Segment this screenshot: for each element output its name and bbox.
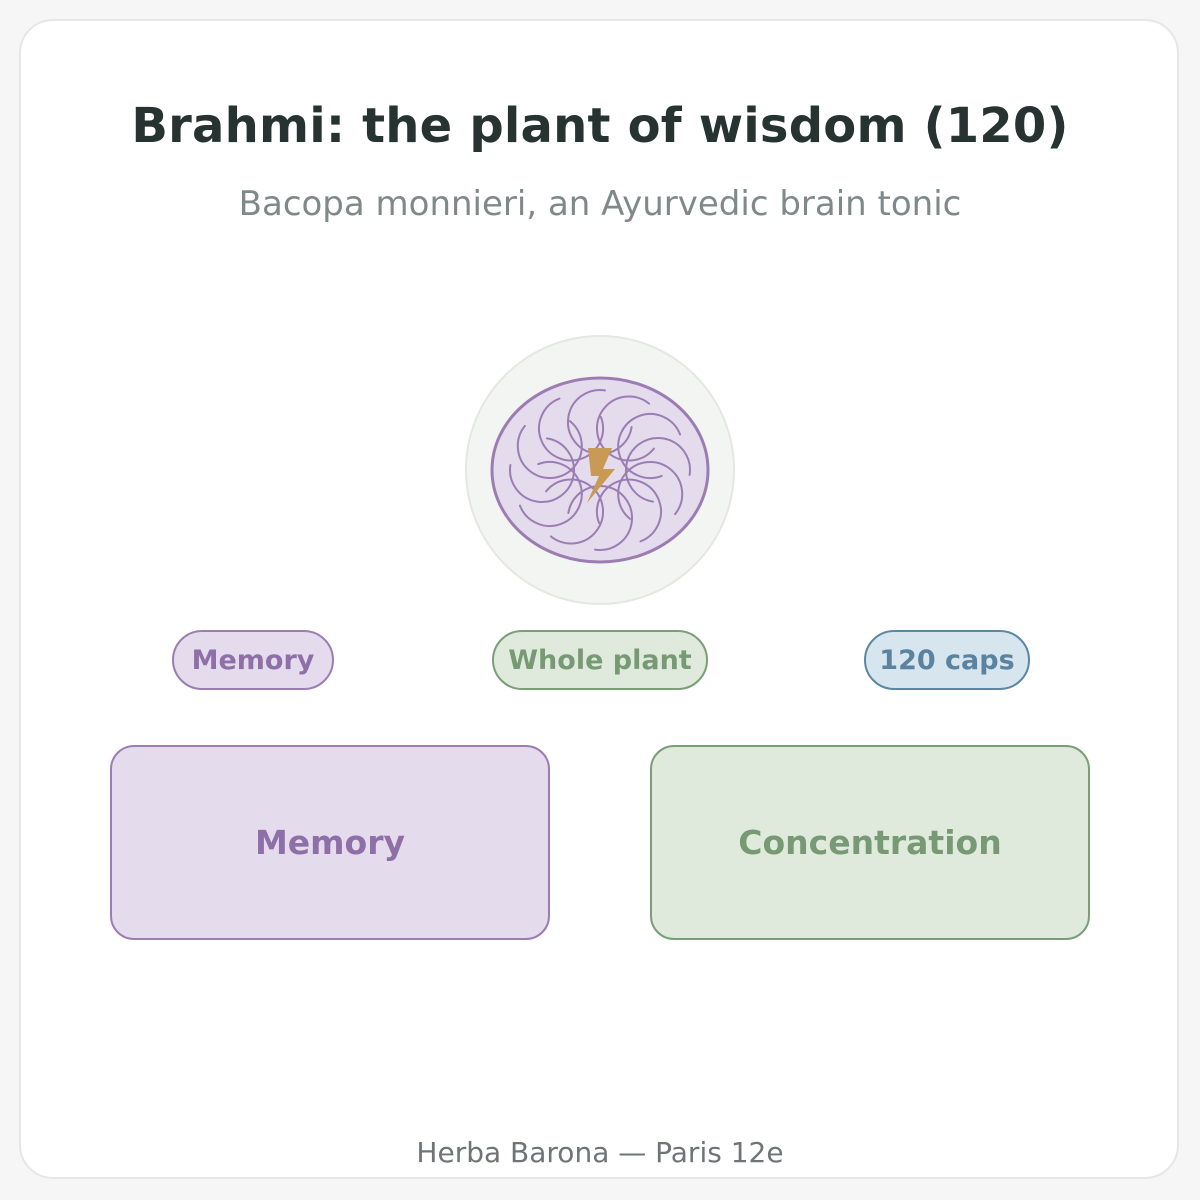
brain-swirl [538,397,604,462]
brain-swirl [625,437,691,503]
page-title: Brahmi: the plant of wisdom (120) [131,98,1069,154]
brain-swirl [617,461,684,520]
brain-swirl [567,485,633,551]
brain-swirl [518,461,583,527]
tag-whole-plant: Whole plant [492,630,708,690]
brain-swirl [509,437,575,503]
brain-swirl [516,420,583,479]
tag-capsule-count: 120 caps [864,630,1030,690]
brain-swirl [596,395,655,462]
benefit-memory: Memory [110,745,550,940]
brain-lightning-icon [465,335,735,605]
brain-swirl [596,478,662,543]
brain-swirl [617,413,682,479]
tag-memory: Memory [172,630,334,690]
benefit-concentration: Concentration [650,745,1090,940]
brain-swirl [545,478,604,545]
brain-swirl [567,389,633,455]
footer-text: Herba Barona — Paris 12e [416,1136,784,1169]
page-subtitle: Bacopa monnieri, an Ayurvedic brain toni… [238,184,962,224]
